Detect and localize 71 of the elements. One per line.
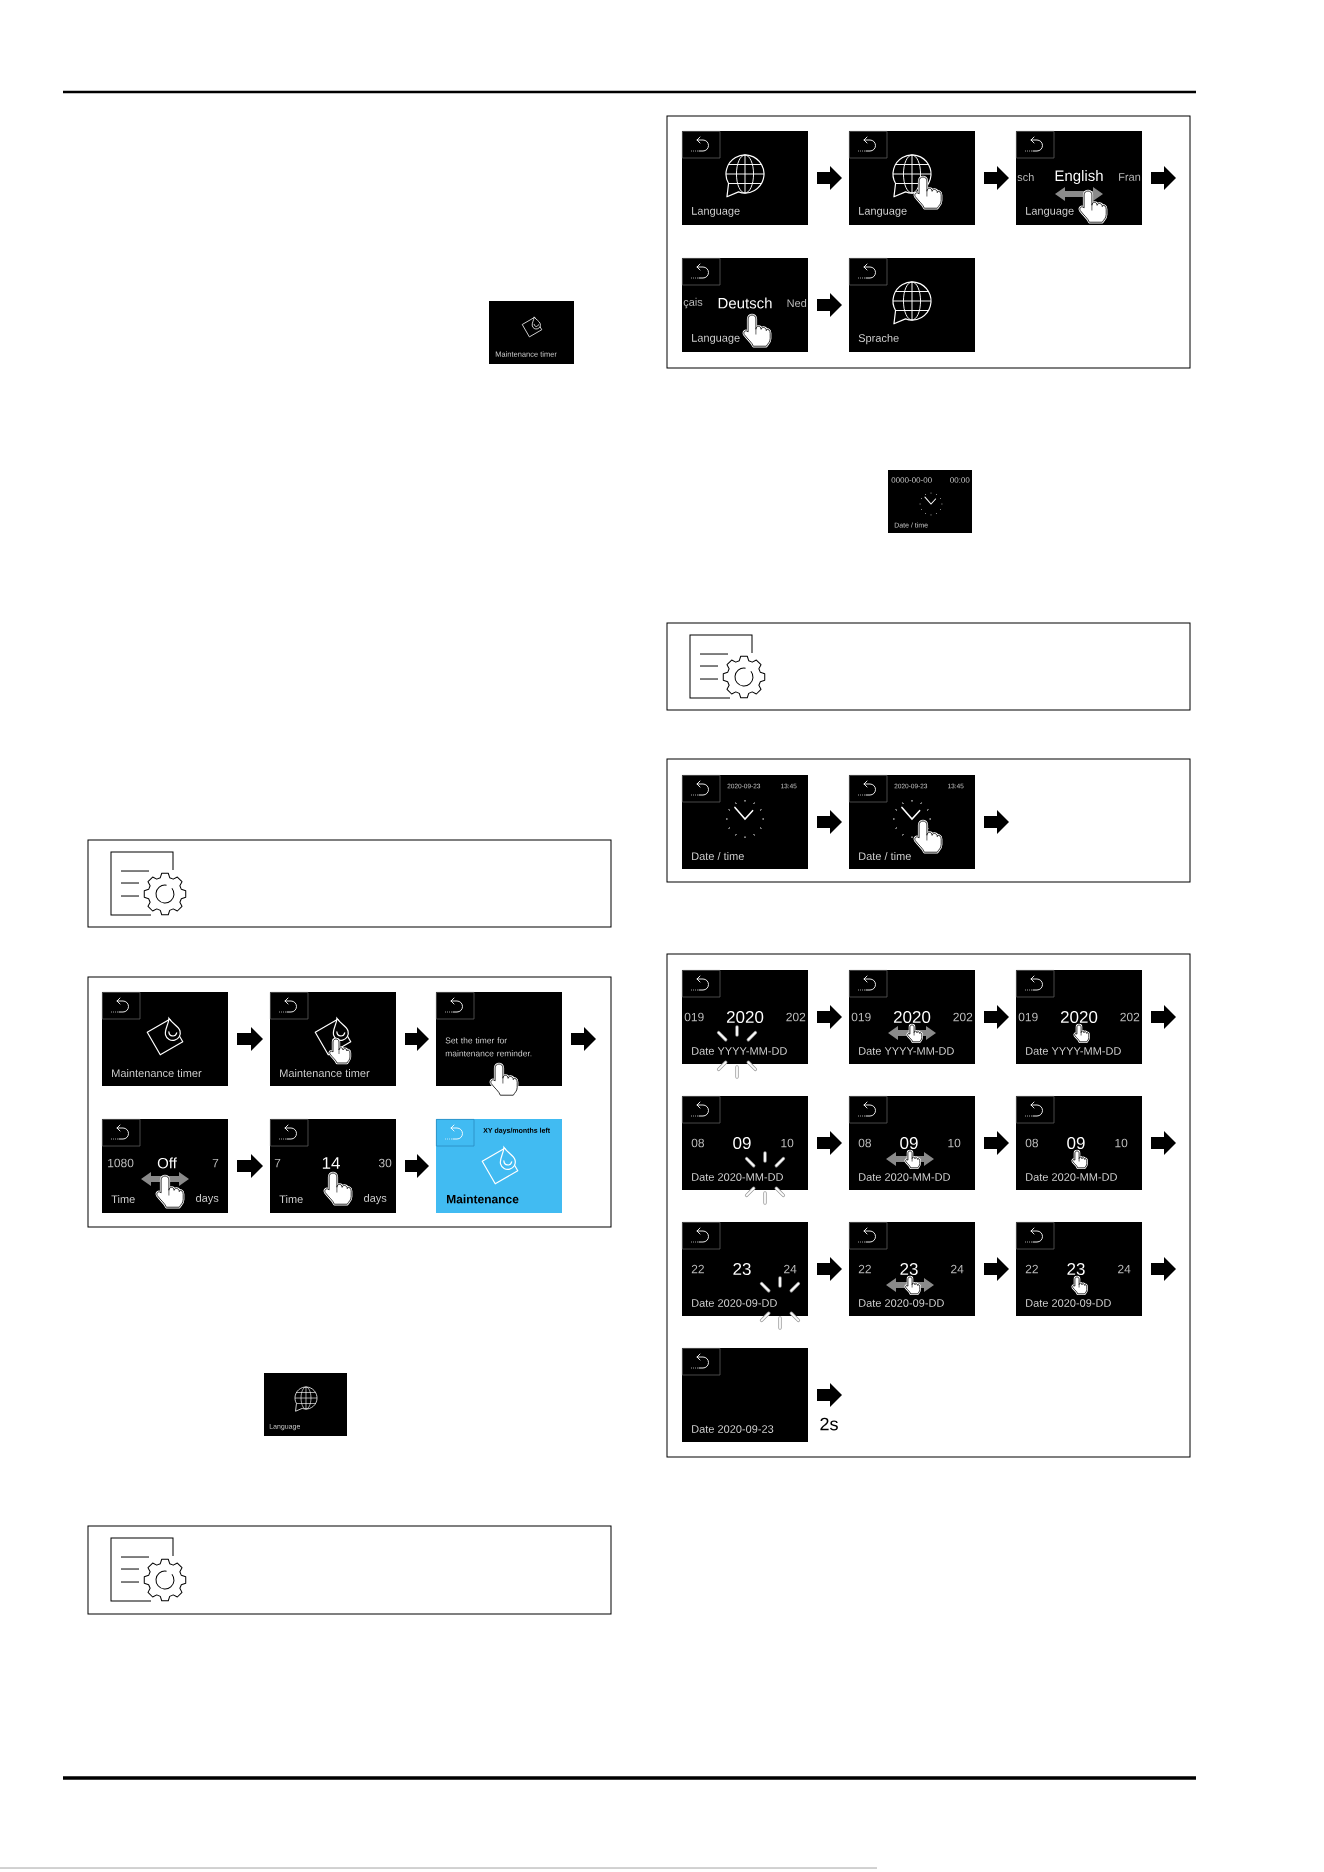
scroll-value: 22 xyxy=(1025,1264,1038,1274)
scroll-value: 22 xyxy=(691,1264,704,1274)
screen-label: Date / time xyxy=(692,852,744,861)
selected-value: 2020 xyxy=(893,1011,931,1024)
scroll-value: 24 xyxy=(784,1264,797,1274)
unit-label: days xyxy=(196,1193,219,1205)
screen-label: Date YYYY-MM-DD xyxy=(859,1047,954,1055)
screen-label: Language xyxy=(692,334,740,344)
screen-label: Date 2020-MM-DD xyxy=(859,1173,950,1181)
scroll-value: 202 xyxy=(786,1012,806,1022)
scroll-value: 019 xyxy=(1018,1012,1038,1022)
screen-label: Language xyxy=(692,207,740,217)
selected-value: 09 xyxy=(1067,1137,1085,1150)
selected-value: 14 xyxy=(322,1157,340,1169)
scroll-value: Fran xyxy=(1119,173,1141,181)
scroll-value: 7 xyxy=(274,1158,281,1168)
scroll-value: 019 xyxy=(684,1012,704,1022)
scroll-value: 08 xyxy=(691,1138,704,1148)
selected-value: 23 xyxy=(900,1263,918,1276)
screen-label: Date 2020-MM-DD xyxy=(692,1173,783,1181)
scroll-value: 08 xyxy=(1025,1138,1038,1148)
scroll-value: 7 xyxy=(212,1158,219,1168)
screen-label: Date 2020-09-DD xyxy=(692,1299,777,1307)
scroll-value: 22 xyxy=(858,1264,871,1274)
selected-value: 09 xyxy=(733,1137,751,1150)
screen-label: Sprache xyxy=(858,333,899,345)
scroll-value: çais xyxy=(683,297,703,309)
scroll-value: 10 xyxy=(781,1138,794,1148)
screen-label: Date YYYY-MM-DD xyxy=(692,1047,787,1055)
scroll-value: sch xyxy=(1017,173,1034,182)
scroll-value: 24 xyxy=(1118,1264,1131,1274)
selected-value: Off xyxy=(157,1157,177,1169)
selected-value: Deutsch xyxy=(718,297,772,309)
panel-frame xyxy=(666,758,1191,883)
edge-label: 2s xyxy=(818,1416,840,1432)
message-text: Set the timer for maintenance reminder. xyxy=(445,1037,532,1057)
scroll-value: 202 xyxy=(953,1012,973,1022)
date-text: 0000-00-00 xyxy=(891,477,932,483)
time-text: 00:00 xyxy=(950,477,970,483)
screen-label: Date 2020-09-23 xyxy=(692,1425,774,1433)
screen-label: Language xyxy=(1026,207,1074,217)
scroll-value: 10 xyxy=(1115,1138,1128,1148)
screen-label: Maintenance timer xyxy=(280,1069,370,1078)
screen-label: Time xyxy=(279,1195,303,1204)
screen-label: Maintenance xyxy=(447,1194,519,1204)
panel-frame xyxy=(87,976,612,1228)
selected-value: English xyxy=(1055,170,1103,184)
screen-label: Maintenance timer xyxy=(112,1069,202,1078)
scroll-value: 202 xyxy=(1120,1012,1140,1022)
scroll-value: 24 xyxy=(951,1264,964,1274)
selected-value: 2020 xyxy=(726,1011,764,1024)
selected-value: 2020 xyxy=(1060,1011,1098,1024)
panel-frame xyxy=(666,115,1191,369)
screen-label: Date 2020-09-DD xyxy=(859,1299,944,1307)
screen-label: Date 2020-MM-DD xyxy=(1026,1173,1117,1181)
scroll-value: Ned xyxy=(787,299,807,308)
scroll-value: 1080 xyxy=(108,1158,134,1168)
screen-label: Date 2020-09-DD xyxy=(1026,1299,1111,1307)
screen-label: Time xyxy=(111,1195,135,1204)
scroll-value: 30 xyxy=(378,1158,392,1168)
screen-label: Date YYYY-MM-DD xyxy=(1026,1047,1121,1055)
scroll-value: 08 xyxy=(858,1138,871,1148)
panel-frame xyxy=(666,953,1191,1458)
unit-label: days xyxy=(364,1193,387,1205)
selected-value: 23 xyxy=(1067,1263,1085,1276)
scroll-value: 10 xyxy=(948,1138,961,1148)
screen-label: Language xyxy=(859,207,907,217)
selected-value: 09 xyxy=(900,1137,918,1150)
screen-label: Date / time xyxy=(859,852,911,861)
scroll-value: 019 xyxy=(851,1012,871,1022)
selected-value: 23 xyxy=(733,1263,751,1276)
